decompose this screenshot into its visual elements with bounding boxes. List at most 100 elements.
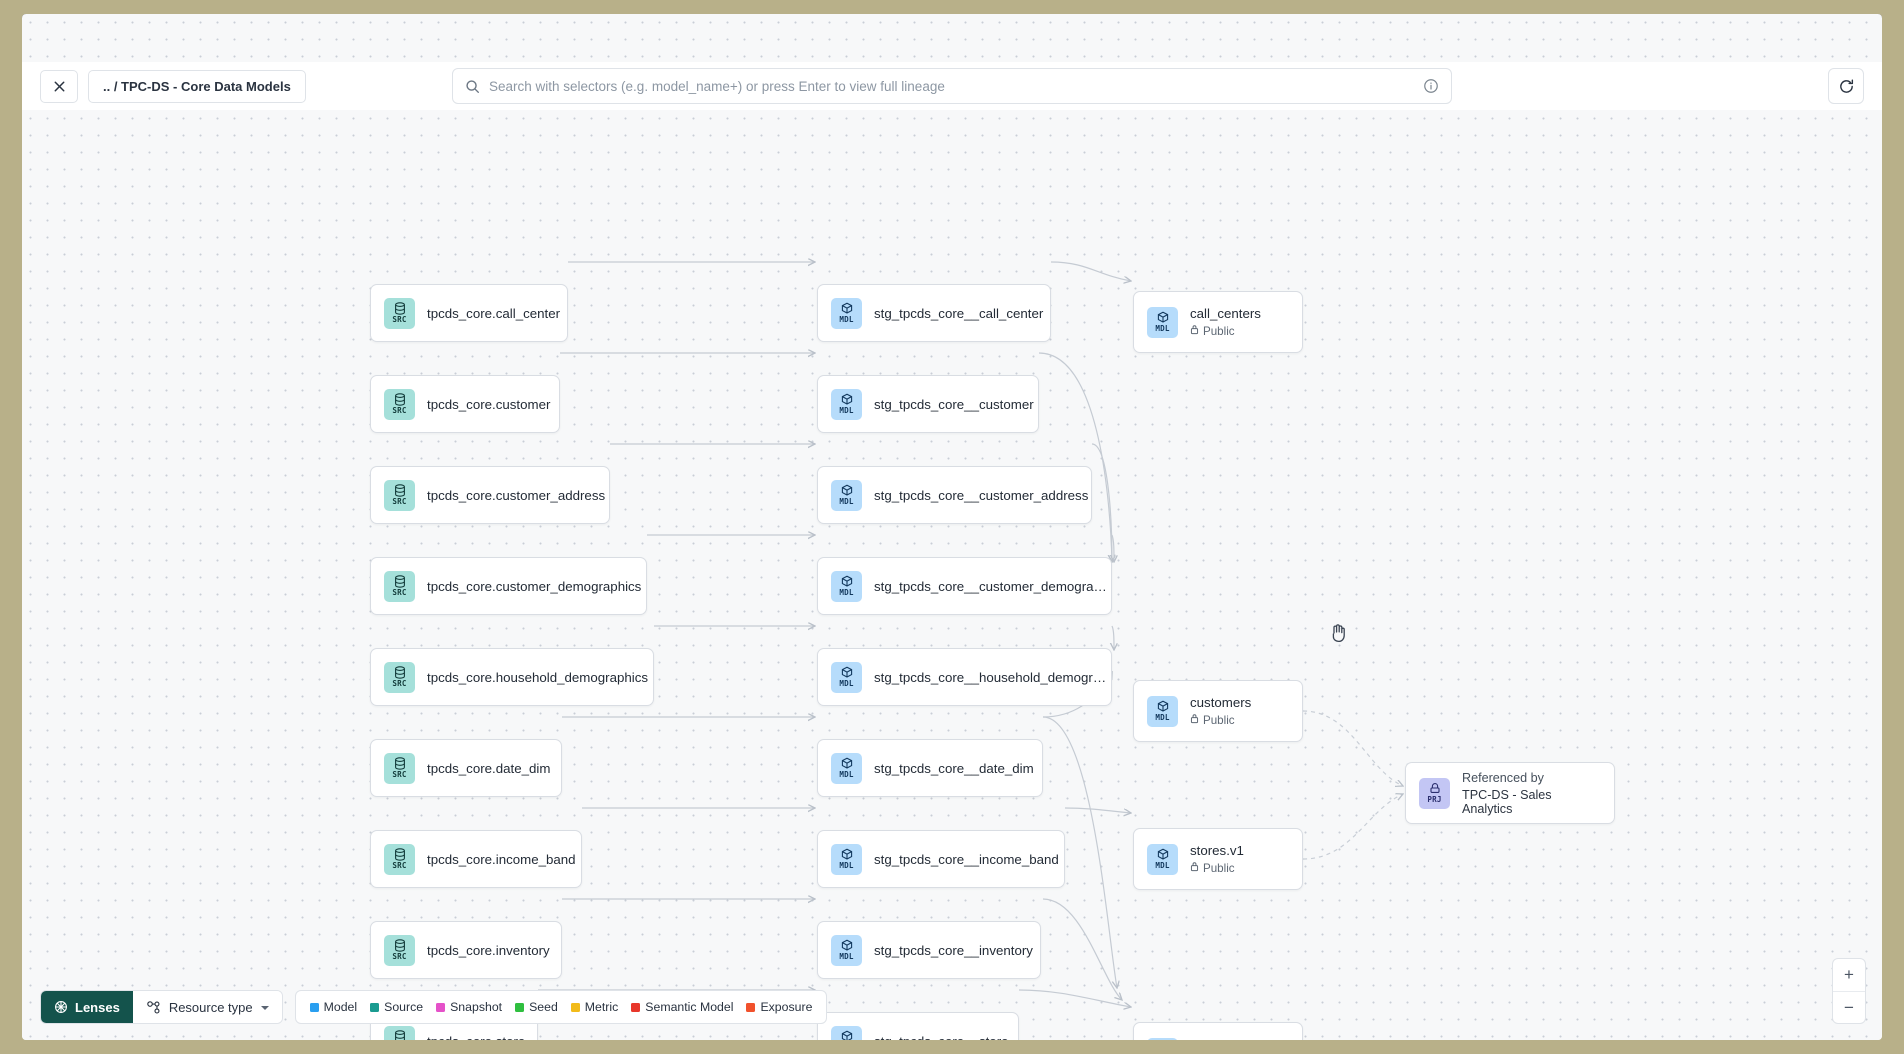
lineage-node-source[interactable]: SRC tpcds_core.date_dim xyxy=(370,739,562,797)
lineage-node-model[interactable]: MDL stg_tpcds_core__store xyxy=(817,1012,1019,1040)
node-access-label: Public xyxy=(1203,713,1235,727)
info-icon[interactable] xyxy=(1423,78,1439,94)
resource-type-icon xyxy=(146,1000,161,1015)
lineage-node-source[interactable]: SRC tpcds_core.customer xyxy=(370,375,560,433)
lineage-node-model[interactable]: MDL stg_tpcds_core__inventory xyxy=(817,921,1041,979)
badge-label: SRC xyxy=(392,952,407,962)
resource-type-dropdown[interactable]: Resource type xyxy=(132,991,282,1023)
database-icon xyxy=(394,666,406,679)
legend-swatch xyxy=(309,1002,319,1012)
legend-swatch xyxy=(436,1002,446,1012)
lineage-node-model[interactable]: MDL stg_tpcds_core__date_dim xyxy=(817,739,1043,797)
lens-controls-group: Lenses Resource type xyxy=(40,990,283,1024)
project-type-icon: PRJ xyxy=(1419,777,1450,809)
search-input[interactable] xyxy=(489,78,1414,94)
zoom-out-button[interactable]: − xyxy=(1833,991,1865,1023)
node-label: stg_tpcds_core__customer xyxy=(874,396,1034,412)
lineage-node-source[interactable]: SRC tpcds_core.customer_address xyxy=(370,466,610,524)
app-window: dbt Develop Deploy Explore Navigation pr… xyxy=(22,14,1882,1040)
node-label: tpcds_core.inventory xyxy=(427,942,550,958)
close-button[interactable] xyxy=(40,69,78,103)
lock-icon xyxy=(1190,713,1199,727)
lineage-canvas[interactable]: SRC tpcds_core.call_center SRC tpcds_cor… xyxy=(22,110,1882,1040)
node-access-label: Public xyxy=(1203,861,1235,875)
lineage-node-model[interactable]: MDL stg_tpcds_core__call_center xyxy=(817,284,1051,342)
node-label: tpcds_core.household_demographics xyxy=(427,669,649,685)
model-type-icon: MDL xyxy=(831,388,862,420)
node-text-stack: stores.v1 Public xyxy=(1190,843,1244,875)
source-type-icon: SRC xyxy=(384,570,415,602)
lineage-node-source[interactable]: SRC tpcds_core.income_band xyxy=(370,830,582,888)
node-text-stack: stores.v2 Public xyxy=(1190,1037,1244,1040)
node-label: tpcds_core.store xyxy=(427,1034,525,1041)
node-access-label: Public xyxy=(1203,324,1235,338)
cube-icon xyxy=(1157,700,1169,713)
lineage-node-model[interactable]: MDL stg_tpcds_core__customer_demogra… xyxy=(817,557,1112,615)
source-type-icon: SRC xyxy=(384,752,415,784)
lineage-node-project-reference[interactable]: PRJ Referenced by TPC-DS - Sales Analyti… xyxy=(1405,762,1615,824)
legend-label: Exposure xyxy=(760,1000,813,1014)
legend-item-snapshot: Snapshot xyxy=(436,1000,502,1014)
cube-icon xyxy=(841,484,853,497)
badge-label: MDL xyxy=(839,406,854,416)
legend-label: Semantic Model xyxy=(645,1000,734,1014)
cube-icon xyxy=(841,393,853,406)
node-label: tpcds_core.customer_address xyxy=(427,487,606,503)
source-type-icon: SRC xyxy=(384,297,415,329)
lenses-button[interactable]: Lenses xyxy=(41,991,133,1023)
model-type-icon: MDL xyxy=(831,934,862,966)
source-type-icon: SRC xyxy=(384,479,415,511)
badge-label: MDL xyxy=(839,315,854,325)
node-access-badge: Public xyxy=(1190,861,1244,875)
lineage-node-model-public[interactable]: MDL stores.v2 Public xyxy=(1133,1022,1303,1040)
legend-label: Metric xyxy=(584,1000,619,1014)
badge-label: SRC xyxy=(392,315,407,325)
node-access-badge: Public xyxy=(1190,713,1251,727)
lineage-node-source[interactable]: SRC tpcds_core.customer_demographics xyxy=(370,557,647,615)
node-label: stg_tpcds_core__income_band xyxy=(874,851,1059,867)
database-icon xyxy=(394,302,406,315)
lineage-node-source[interactable]: SRC tpcds_core.call_center xyxy=(370,284,568,342)
database-icon xyxy=(394,1030,406,1040)
model-type-icon: MDL xyxy=(831,479,862,511)
lock-icon xyxy=(1190,861,1199,875)
cube-icon xyxy=(841,1030,853,1040)
model-type-icon: MDL xyxy=(831,661,862,693)
lineage-node-model[interactable]: MDL stg_tpcds_core__customer xyxy=(817,375,1039,433)
search-bar[interactable] xyxy=(452,68,1452,104)
source-type-icon: SRC xyxy=(384,661,415,693)
node-title: call_centers xyxy=(1190,306,1261,321)
source-type-icon: SRC xyxy=(384,843,415,875)
resource-type-legend: Model Source Snapshot Seed Metric xyxy=(294,990,828,1024)
refresh-button[interactable] xyxy=(1828,68,1864,104)
legend-swatch xyxy=(631,1002,641,1012)
breadcrumb-chip[interactable]: .. / TPC-DS - Core Data Models xyxy=(88,69,306,103)
lineage-node-model[interactable]: MDL stg_tpcds_core__income_band xyxy=(817,830,1065,888)
node-label: tpcds_core.customer_demographics xyxy=(427,578,642,594)
lineage-node-model[interactable]: MDL stg_tpcds_core__customer_address xyxy=(817,466,1092,524)
cube-icon xyxy=(841,757,853,770)
cube-icon xyxy=(841,939,853,952)
cube-icon xyxy=(841,848,853,861)
node-title: customers xyxy=(1190,695,1252,710)
lineage-node-model-public[interactable]: MDL customers Public xyxy=(1133,680,1303,742)
lineage-node-model[interactable]: MDL stg_tpcds_core__household_demogr… xyxy=(817,648,1112,706)
node-label: tpcds_core.income_band xyxy=(427,851,576,867)
node-reference-project: TPC-DS - Sales Analytics xyxy=(1462,787,1552,816)
legend-label: Model xyxy=(323,1000,358,1014)
lineage-node-model-public[interactable]: MDL call_centers Public xyxy=(1133,291,1303,353)
badge-label: SRC xyxy=(392,770,407,780)
node-access-badge: Public xyxy=(1190,324,1261,338)
zoom-in-button[interactable]: + xyxy=(1844,965,1854,984)
lineage-node-source[interactable]: SRC tpcds_core.inventory xyxy=(370,921,562,979)
cube-icon xyxy=(1157,311,1169,324)
node-label: stg_tpcds_core__store xyxy=(874,1034,1009,1041)
legend-label: Source xyxy=(384,1000,424,1014)
node-label: stg_tpcds_core__date_dim xyxy=(874,760,1034,776)
badge-label: MDL xyxy=(839,497,854,507)
lenses-label: Lenses xyxy=(75,999,120,1015)
lineage-node-source[interactable]: SRC tpcds_core.household_demographics xyxy=(370,648,654,706)
badge-label: SRC xyxy=(392,406,407,416)
lineage-node-model-public[interactable]: MDL stores.v1 Public xyxy=(1133,828,1303,890)
badge-label: MDL xyxy=(1155,713,1170,723)
